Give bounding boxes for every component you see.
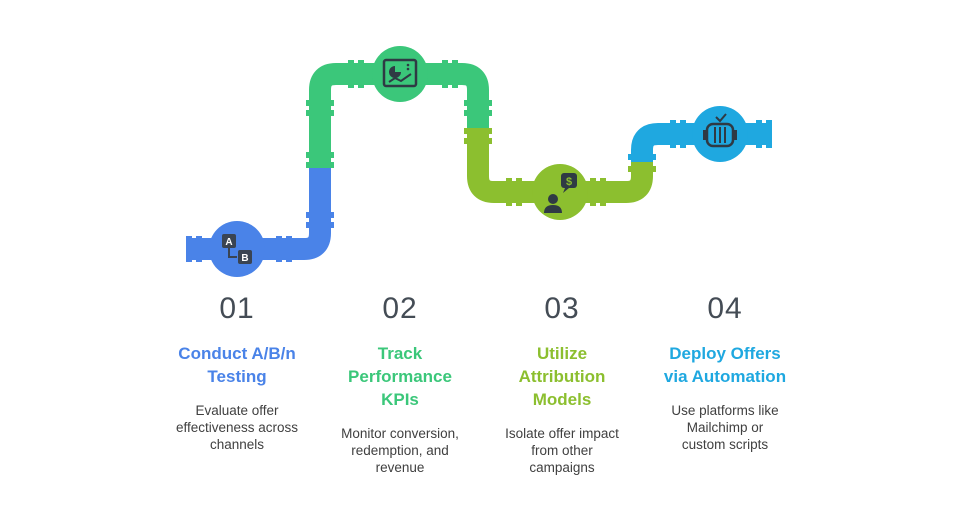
pipeline-graphic: A B $ [186, 46, 772, 277]
pipe-segment-1 [186, 165, 334, 262]
step-2: 02 Track Performance KPIs Monitor conver… [315, 292, 485, 476]
step-title: Conduct A/B/n Testing [178, 344, 296, 386]
svg-text:$: $ [566, 176, 572, 188]
person-dollar-icon: $ [532, 164, 588, 220]
step-number: 03 [544, 292, 580, 325]
step-description: Isolate offer impact from other campaign… [505, 426, 619, 475]
step-4: 04 Deploy Offers via Automation Use plat… [640, 292, 810, 453]
step-description: Monitor conversion, redemption, and reve… [341, 426, 459, 475]
automation-robot-icon [692, 106, 748, 162]
ab-test-icon: A B [209, 221, 265, 277]
step-number: 04 [707, 292, 743, 325]
step-title: Utilize Attribution Models [518, 344, 606, 409]
step-number: 01 [219, 292, 255, 325]
step-1: 01 Conduct A/B/n Testing Evaluate offer … [152, 292, 322, 453]
step-description: Evaluate offer effectiveness across chan… [175, 403, 299, 452]
pipe-segment-4 [628, 120, 772, 162]
dashboard-chart-icon [372, 46, 428, 102]
step-description: Use platforms like Mailchimp or custom s… [671, 403, 779, 452]
svg-text:B: B [241, 253, 248, 264]
step-number: 02 [382, 292, 418, 325]
step-3: 03 Utilize Attribution Models Isolate of… [477, 292, 647, 476]
step-title: Deploy Offers via Automation [663, 344, 787, 386]
step-title: Track Performance KPIs [348, 344, 452, 409]
svg-text:A: A [225, 237, 232, 248]
